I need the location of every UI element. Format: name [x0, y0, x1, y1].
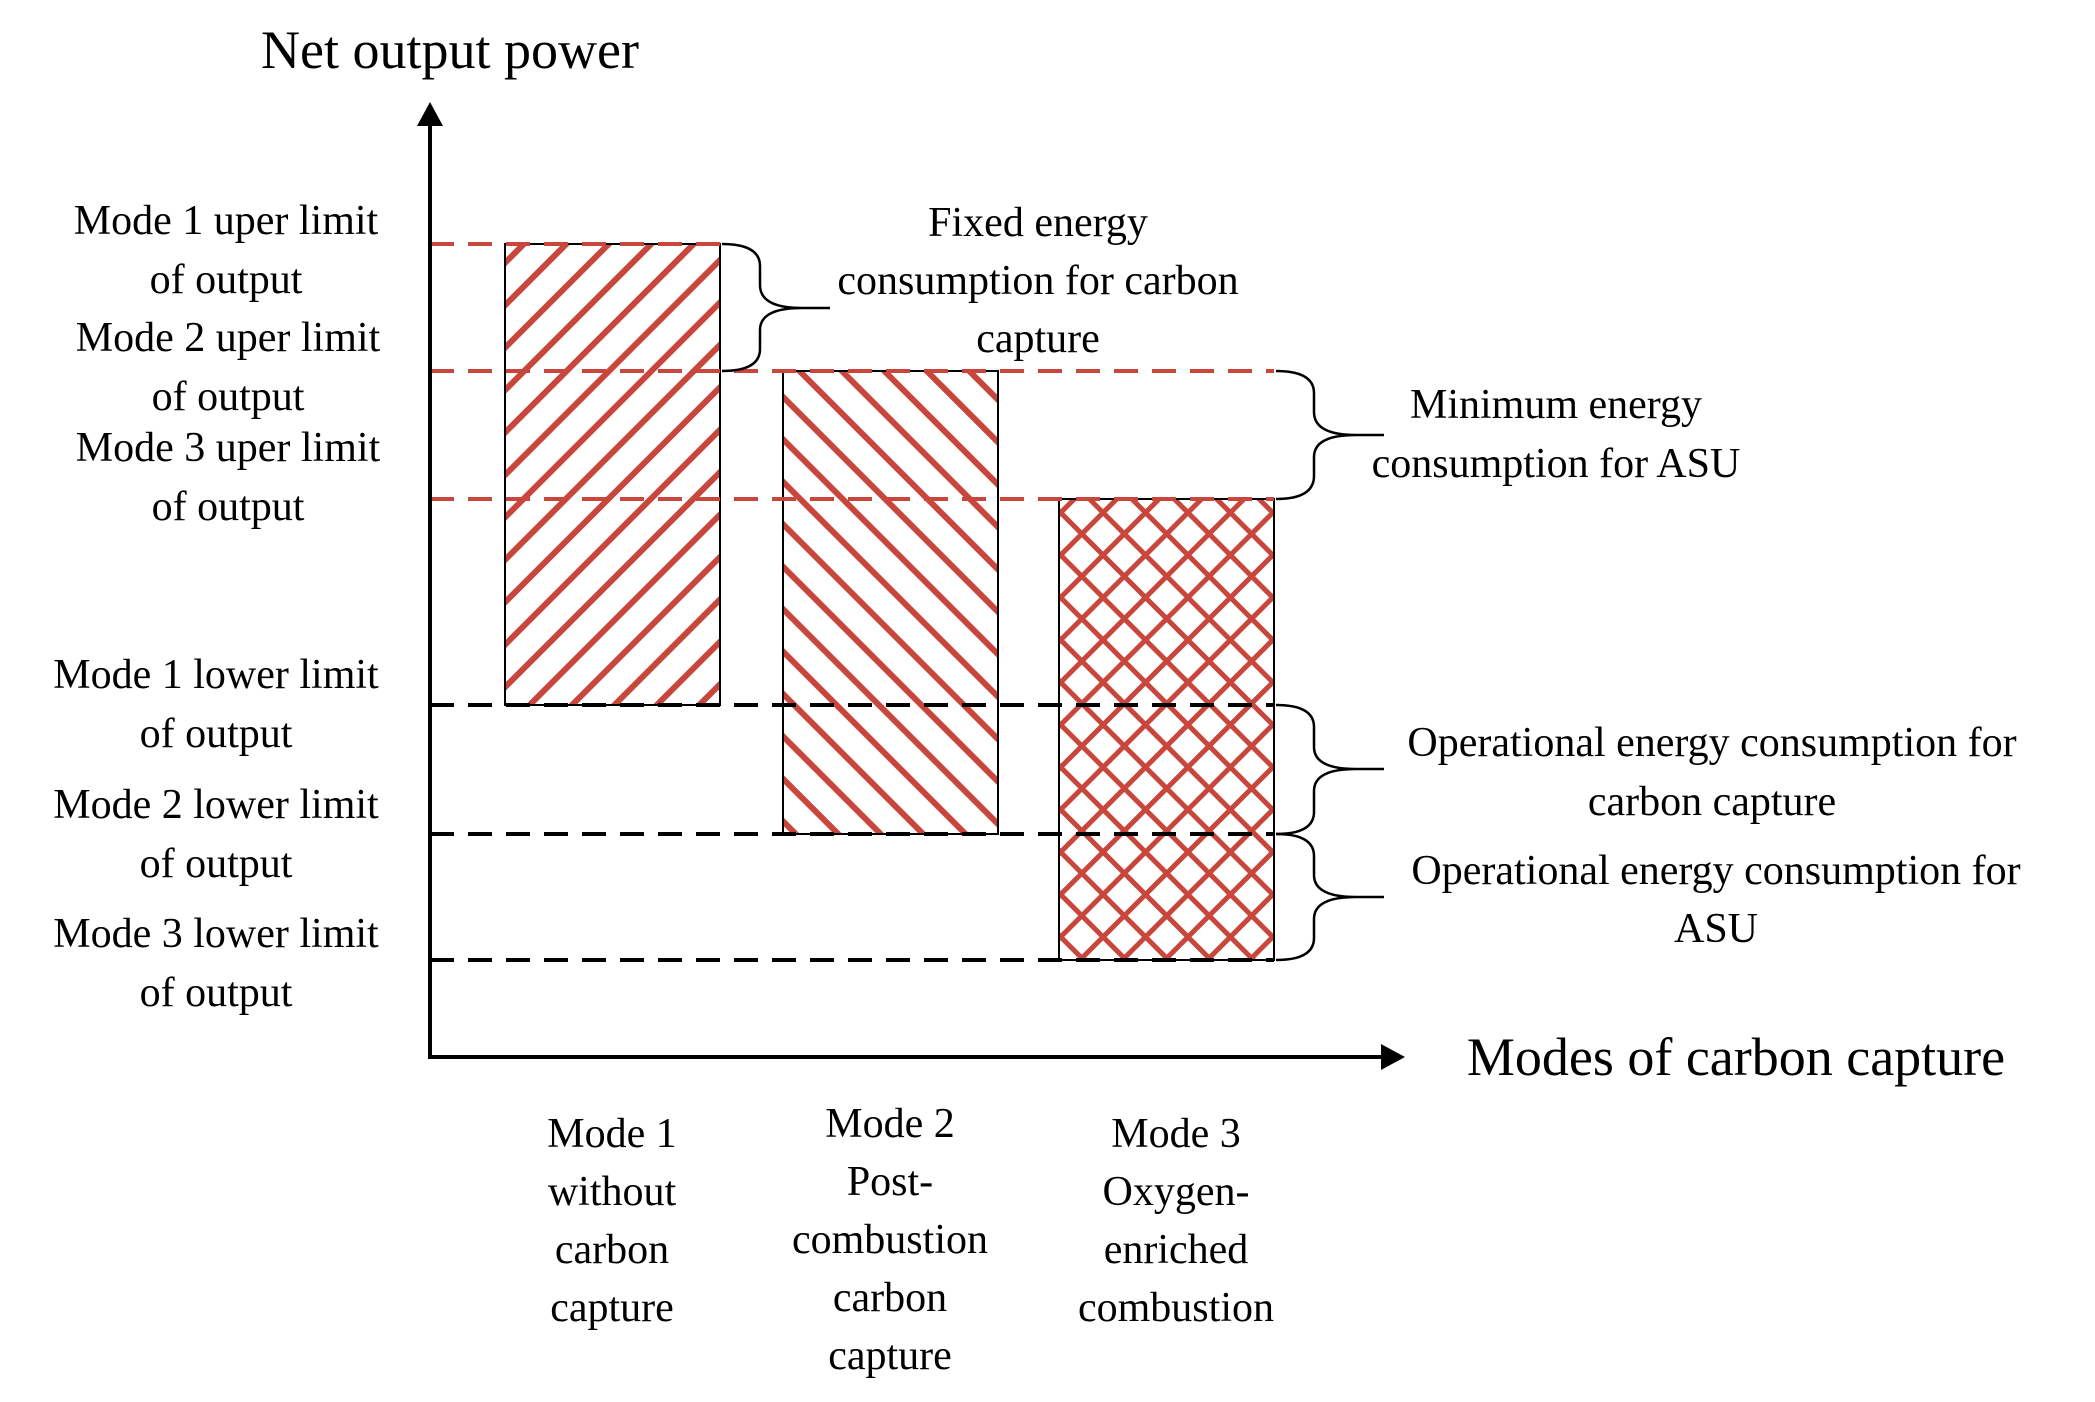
mode-2-label-line-1: Mode 2 — [825, 1101, 955, 1147]
mode-2-upper-label-line-2: of output — [152, 374, 305, 420]
mode-1-label-line-1: Mode 1 — [547, 1111, 677, 1157]
y-axis-arrow — [417, 102, 443, 126]
mode-3-label-line-4: combustion — [1078, 1285, 1274, 1331]
mode-3-label-line-3: enriched — [1104, 1227, 1249, 1273]
min-asu-annotation-line-1: Minimum energy — [1410, 382, 1702, 428]
mode-3-upper-label-line-1: Mode 3 uper limit — [76, 425, 381, 471]
mode-1-upper-label-line-2: of output — [150, 257, 303, 303]
min-asu-brace — [1275, 369, 1357, 501]
mode-1-label-line-2: without — [548, 1169, 677, 1215]
op-capture-annotation-line-2: carbon capture — [1588, 779, 1836, 825]
op-capture-annotation-line-1: Operational energy consumption for — [1407, 720, 2016, 766]
fixed-capture-brace — [721, 242, 803, 373]
mode-1-lower-label-line-2: of output — [140, 711, 293, 757]
mode-2-bar — [782, 370, 999, 835]
mode-1-label-line-3: carbon — [555, 1227, 669, 1273]
fixed-capture-annotation-line-2: consumption for carbon — [837, 258, 1238, 304]
op-asu-annotation-line-2: ASU — [1674, 906, 1758, 952]
x-axis-title: Modes of carbon capture — [1467, 1027, 2005, 1087]
mode-2-lower-label-line-1: Mode 2 lower limit — [53, 782, 379, 828]
mode-1-label-line-4: capture — [550, 1285, 674, 1331]
y-axis-title: Net output power — [261, 20, 639, 80]
mode-2-upper-label-line-1: Mode 2 uper limit — [76, 315, 381, 361]
mode-2-lower-label-line-2: of output — [140, 841, 293, 887]
x-axis-arrow — [1381, 1044, 1405, 1070]
mode-3-bar — [1058, 498, 1275, 961]
mode-2-label-line-5: capture — [828, 1333, 952, 1379]
mode-3-lower-label-line-2: of output — [140, 970, 293, 1016]
mode-2-label-line-2: Post- — [847, 1159, 933, 1205]
fixed-capture-annotation-line-3: capture — [976, 316, 1100, 362]
fixed-capture-annotation-line-1: Fixed energy — [928, 200, 1148, 246]
mode-2-label-line-4: carbon — [833, 1275, 947, 1321]
min-asu-annotation-line-2: consumption for ASU — [1372, 441, 1741, 487]
mode-1-bar — [504, 243, 721, 706]
mode-3-label-line-2: Oxygen- — [1103, 1169, 1250, 1215]
mode-3-lower-label-line-1: Mode 3 lower limit — [53, 911, 379, 957]
op-asu-annotation-line-1: Operational energy consumption for — [1411, 848, 2020, 894]
mode-1-upper-label-line-1: Mode 1 uper limit — [74, 198, 379, 244]
mode-3-label-line-1: Mode 3 — [1111, 1111, 1241, 1157]
mode-2-label-line-3: combustion — [792, 1217, 988, 1263]
op-capture-brace — [1275, 703, 1357, 836]
op-asu-brace — [1275, 832, 1357, 962]
mode-3-upper-label-line-2: of output — [152, 484, 305, 530]
mode-1-lower-label-line-1: Mode 1 lower limit — [53, 652, 379, 698]
